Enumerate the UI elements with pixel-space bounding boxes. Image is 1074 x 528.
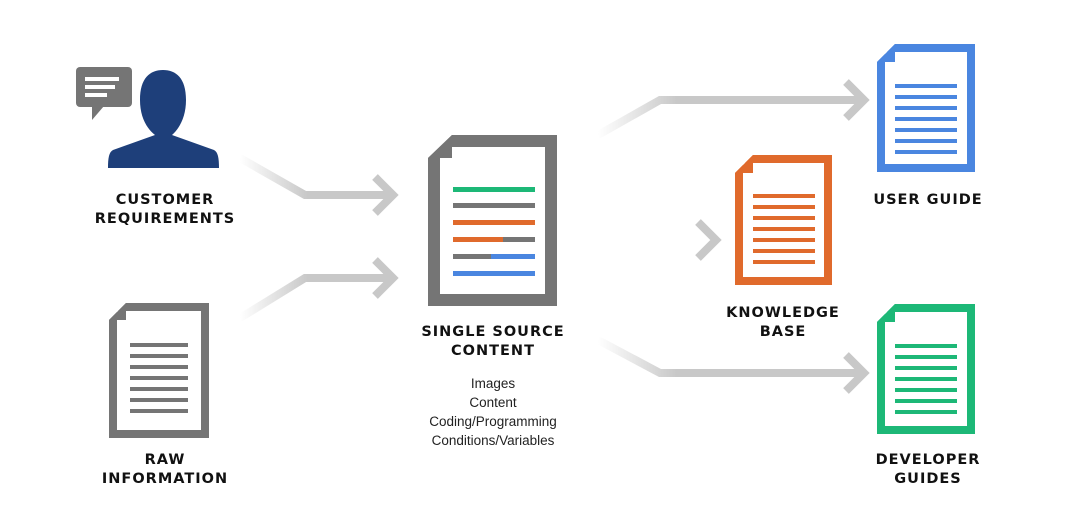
developer-guides-label: DEVELOPER GUIDES (875, 452, 981, 487)
arrow-customer-to-source (238, 154, 399, 216)
single-source-document-icon (428, 135, 557, 306)
source-item: Images (470, 376, 516, 391)
arrow-source-to-devguides (596, 336, 870, 394)
knowledge-base-label: KNOWLEDGE BASE (726, 305, 840, 340)
single-source-content-label: SINGLE SOURCE CONTENT (421, 324, 565, 359)
customer-requirements-label: CUSTOMER REQUIREMENTS (94, 192, 236, 227)
arrow-source-to-userguide (596, 79, 870, 139)
arrow-source-to-kb (598, 219, 722, 261)
knowledge-base-document-icon (735, 155, 832, 285)
arrow-raw-to-source (237, 257, 399, 322)
raw-information-label: RAW INFORMATION (101, 452, 229, 487)
single-source-items: Images Content Coding/Programming Condit… (393, 374, 593, 450)
developer-guides-document-icon (877, 304, 975, 434)
speech-bubble-icon (76, 67, 132, 120)
user-guide-label: USER GUIDE (873, 192, 983, 208)
raw-information-document-icon (109, 303, 209, 438)
user-guide-document-icon (877, 44, 975, 172)
source-item: Conditions/Variables (431, 433, 555, 448)
source-item: Coding/Programming (429, 414, 557, 429)
source-item: Content (469, 395, 517, 410)
user-icon (108, 70, 219, 168)
